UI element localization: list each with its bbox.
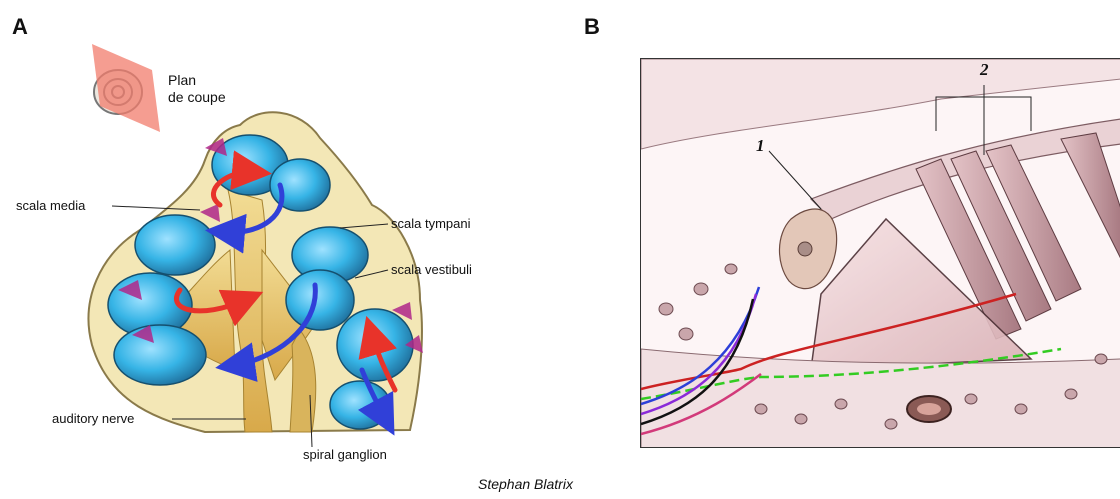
plane-of-section-label: Plan de coupe — [168, 72, 226, 106]
scala-vestibuli-label: scala vestibuli — [391, 262, 472, 277]
auditory-nerve-label: auditory nerve — [52, 411, 134, 426]
cochlea-cross-section-diagram — [0, 0, 640, 470]
section-plane-icon — [92, 44, 160, 132]
spiral-ganglion-label: spiral ganglion — [303, 447, 387, 462]
author-credit: Stephan Blatrix — [478, 476, 573, 492]
marker-2: 2 — [980, 60, 989, 80]
organ-of-corti-illustration — [640, 58, 1120, 448]
scala-tympani-label: scala tympani — [391, 216, 470, 231]
marker-1: 1 — [756, 136, 765, 156]
scala-media-label: scala media — [16, 198, 85, 213]
